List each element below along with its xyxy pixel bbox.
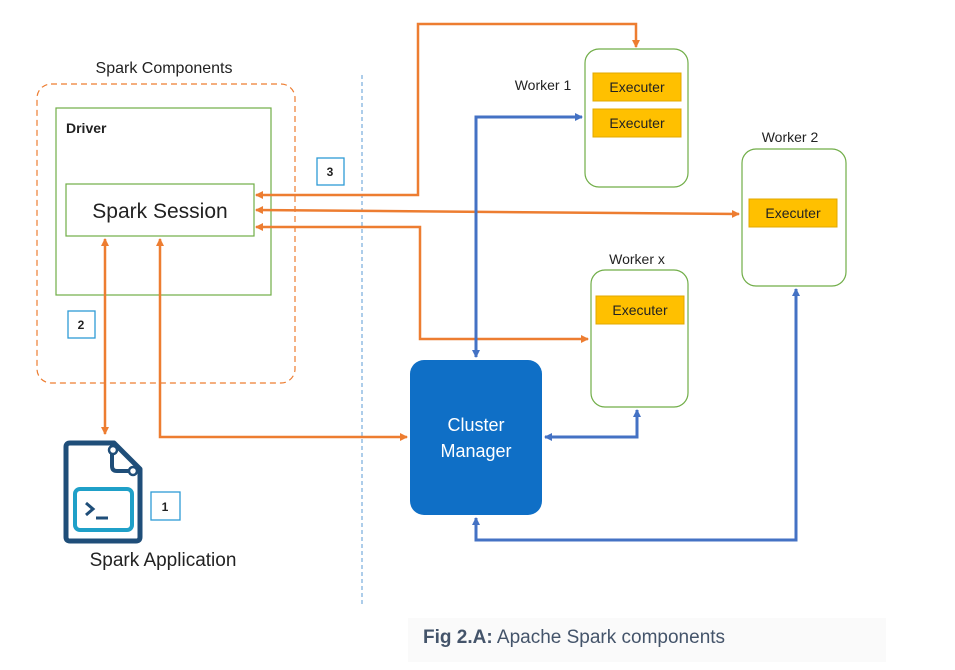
arrow-session-workerx bbox=[255, 223, 589, 343]
badge-2-box bbox=[67, 310, 96, 339]
worker-x-executer-1-label: Executer bbox=[612, 302, 668, 318]
badge-3-box bbox=[316, 157, 345, 186]
worker-2-executer-1-label: Executer bbox=[765, 205, 821, 221]
driver-label: Driver bbox=[66, 120, 107, 136]
spark-components-box bbox=[36, 83, 296, 384]
badge-1-label: 1 bbox=[162, 500, 169, 514]
arrow-cluster-workerx bbox=[544, 409, 641, 441]
caption-bg bbox=[408, 618, 886, 662]
cluster-manager-box bbox=[410, 360, 542, 515]
worker-1-executer-1-label: Executer bbox=[609, 79, 665, 95]
worker-1-label: Worker 1 bbox=[515, 77, 572, 93]
worker-2-executer-1 bbox=[748, 198, 838, 228]
caption-prefix: Fig 2.A: bbox=[423, 627, 493, 648]
cluster-manager-line2: Manager bbox=[440, 441, 511, 461]
spark-session-box bbox=[65, 183, 255, 237]
arrow-session-cluster bbox=[156, 238, 408, 441]
arrow-session-worker2 bbox=[255, 206, 740, 218]
spark-application-label: Spark Application bbox=[90, 550, 237, 571]
worker-1-executer-2-label: Executer bbox=[609, 115, 665, 131]
worker-x-label: Worker x bbox=[609, 251, 665, 267]
arrow-cluster-worker2 bbox=[472, 288, 800, 542]
arrow-session-worker1 bbox=[255, 22, 640, 199]
worker-x-box bbox=[590, 269, 689, 408]
badge-2-label: 2 bbox=[78, 318, 85, 332]
figure-caption: Fig 2.A: Apache Spark components bbox=[423, 627, 725, 648]
badge-3-label: 3 bbox=[327, 165, 334, 179]
terminal-file-icon bbox=[63, 440, 143, 544]
spark-session-label: Spark Session bbox=[92, 200, 227, 223]
arrow-cluster-worker1 bbox=[472, 113, 583, 358]
badge-1-box bbox=[150, 491, 181, 521]
caption-text: Apache Spark components bbox=[493, 627, 725, 648]
cluster-manager-line1: Cluster bbox=[447, 415, 504, 435]
worker-2-label: Worker 2 bbox=[762, 129, 819, 145]
spark-components-title: Spark Components bbox=[96, 60, 233, 77]
